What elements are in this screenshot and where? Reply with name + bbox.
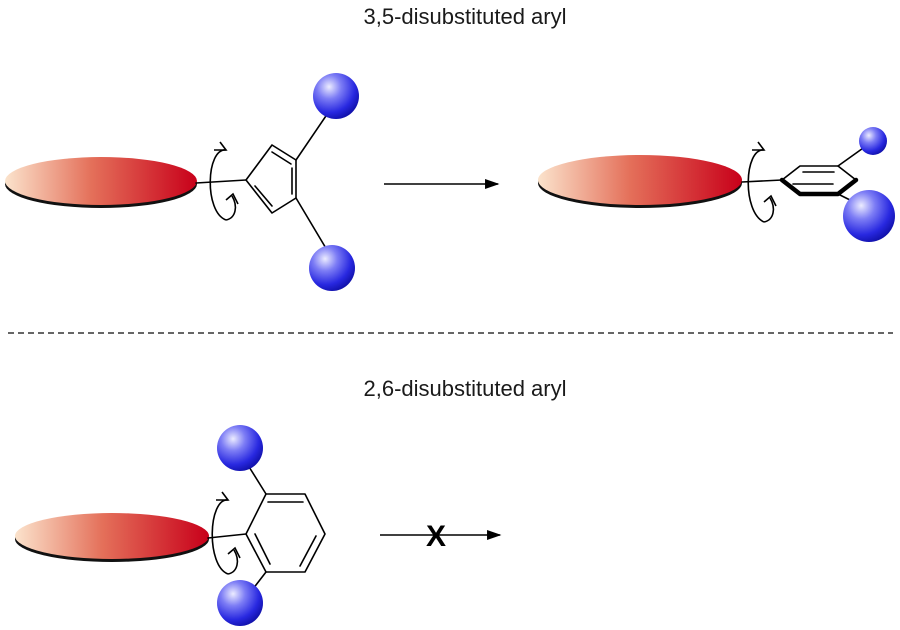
pivot-bond (207, 533, 247, 539)
substituent-sphere (217, 425, 263, 471)
substituent-bond-bottom (295, 197, 331, 256)
substituent-bond-top (837, 145, 867, 167)
substituent-sphere (217, 580, 263, 626)
rotation-arrow-icon (209, 141, 239, 221)
bottom-molecule (15, 425, 326, 626)
benzene-ring (245, 144, 297, 214)
red-disc (538, 155, 742, 208)
rotation-arrow-icon (211, 491, 241, 575)
blocked-mark: X (426, 520, 446, 553)
top-panel-title: 3,5-disubstituted aryl (364, 4, 567, 29)
bottom-panel-title: 2,6-disubstituted aryl (364, 376, 567, 401)
substituent-sphere (859, 127, 887, 155)
tilted-benzene-ring (779, 165, 859, 197)
substituent-sphere (843, 190, 895, 242)
red-disc (5, 157, 197, 208)
top-right-molecule (538, 127, 895, 242)
substituent-sphere (309, 245, 355, 291)
substituent-bond-top (295, 109, 331, 161)
red-disc (15, 513, 209, 562)
rotation-arrow-icon (747, 141, 777, 223)
top-left-molecule (5, 73, 359, 291)
pivot-bond (195, 179, 247, 184)
benzene-ring (245, 493, 326, 573)
substituent-sphere (313, 73, 359, 119)
